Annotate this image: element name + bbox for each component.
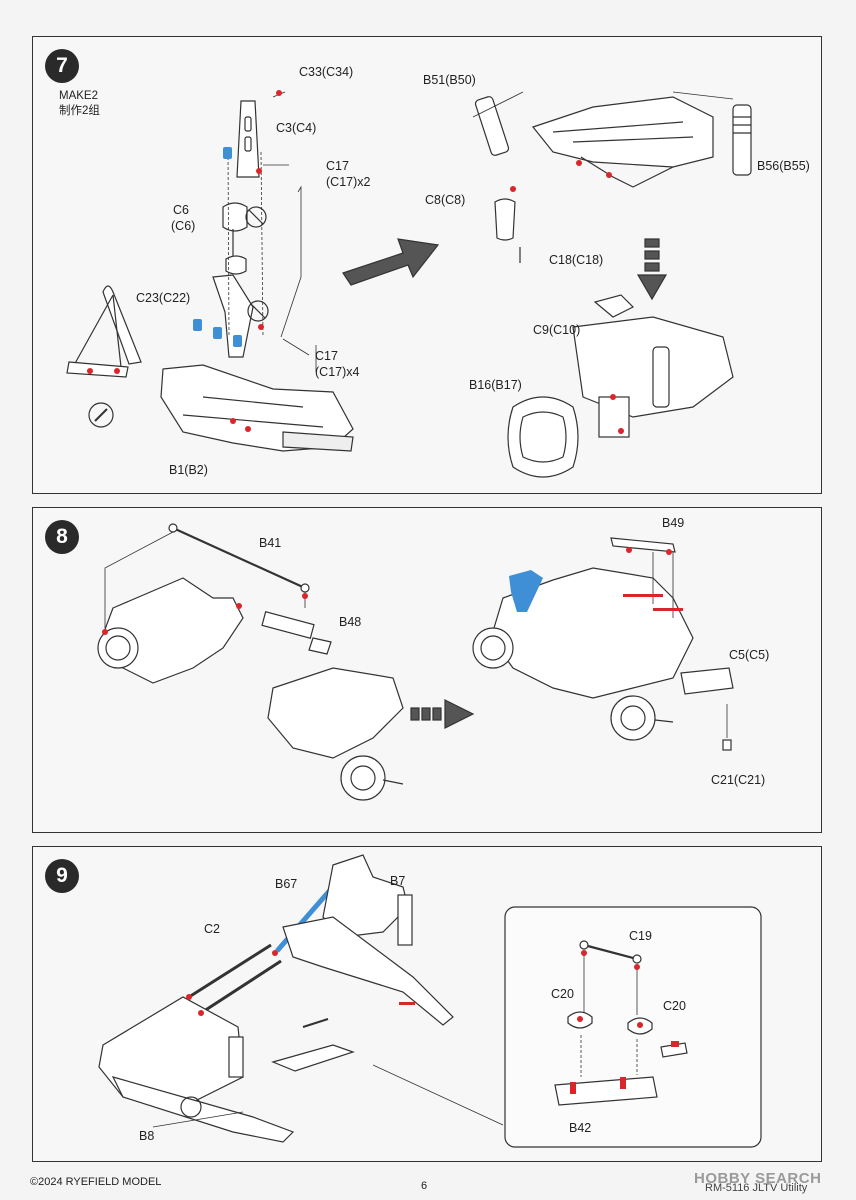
part-label-c19: C19 xyxy=(629,929,652,943)
part-label-b41: B41 xyxy=(259,536,282,550)
part-label-b8: B8 xyxy=(139,1129,155,1143)
product-code: RM-5116 JLTV Utility xyxy=(705,1182,808,1194)
part-label-b49: B49 xyxy=(662,516,685,530)
part-label-c23: C23(C22) xyxy=(136,291,191,305)
step-number-badge: 9 xyxy=(45,859,79,893)
copyright-notice: ©2024 RYEFIELD MODEL xyxy=(30,1176,162,1188)
part-label-b48: B48 xyxy=(339,615,362,629)
part-label-c20-left: C20 xyxy=(551,987,574,1001)
part-label-b51: B51(B50) xyxy=(423,73,476,87)
part-label-c5: C5(C5) xyxy=(729,648,770,662)
part-label-b42: B42 xyxy=(569,1121,592,1135)
part-label-c21: C21(C21) xyxy=(711,773,766,787)
part-label-c20-right: C20 xyxy=(663,999,686,1013)
part-label-c9: C9(C10) xyxy=(533,323,581,337)
part-label-b16: B16(B17) xyxy=(469,378,522,392)
part-label-c6-alt: (C6) xyxy=(171,219,196,233)
part-label-c17-top: C17 xyxy=(326,159,349,173)
make-note-chinese: 制作2组 xyxy=(59,105,100,117)
part-label-c33: C33(C34) xyxy=(299,65,354,79)
part-label-c2: C2 xyxy=(204,922,220,936)
part-label-b7: B7 xyxy=(390,874,406,888)
part-label-c18: C18(C18) xyxy=(549,253,604,267)
part-label-b1: B1(B2) xyxy=(169,463,208,477)
make-note-english: MAKE2 xyxy=(59,90,98,102)
part-label-c17-bottom: C17 xyxy=(315,349,338,363)
step-number-badge: 8 xyxy=(45,520,79,554)
part-label-c8: C8(C8) xyxy=(425,193,466,207)
part-label-b67: B67 xyxy=(275,877,298,891)
step-8-illustration xyxy=(97,523,734,801)
part-label-c3: C3(C4) xyxy=(276,121,317,135)
step-7-illustration xyxy=(66,90,752,478)
part-label-c17-bottom-qty: (C17)x4 xyxy=(315,365,360,379)
step-9-panel: 9 xyxy=(32,846,822,1162)
step-7-panel: 7 MAKE2 制作2组 xyxy=(32,36,822,494)
page-number: 6 xyxy=(421,1180,428,1192)
step-number-badge: 7 xyxy=(45,49,79,83)
part-label-c17-top-qty: (C17)x2 xyxy=(326,175,371,189)
step-9-illustration xyxy=(98,854,762,1148)
hobby-search-watermark: HOBBY SEARCH xyxy=(694,1170,822,1187)
step-8-panel: 8 xyxy=(32,507,822,833)
part-label-b56: B56(B55) xyxy=(757,159,810,173)
part-label-c6: C6 xyxy=(173,203,189,217)
make-quantity-note: MAKE2 制作2组 xyxy=(59,89,100,119)
